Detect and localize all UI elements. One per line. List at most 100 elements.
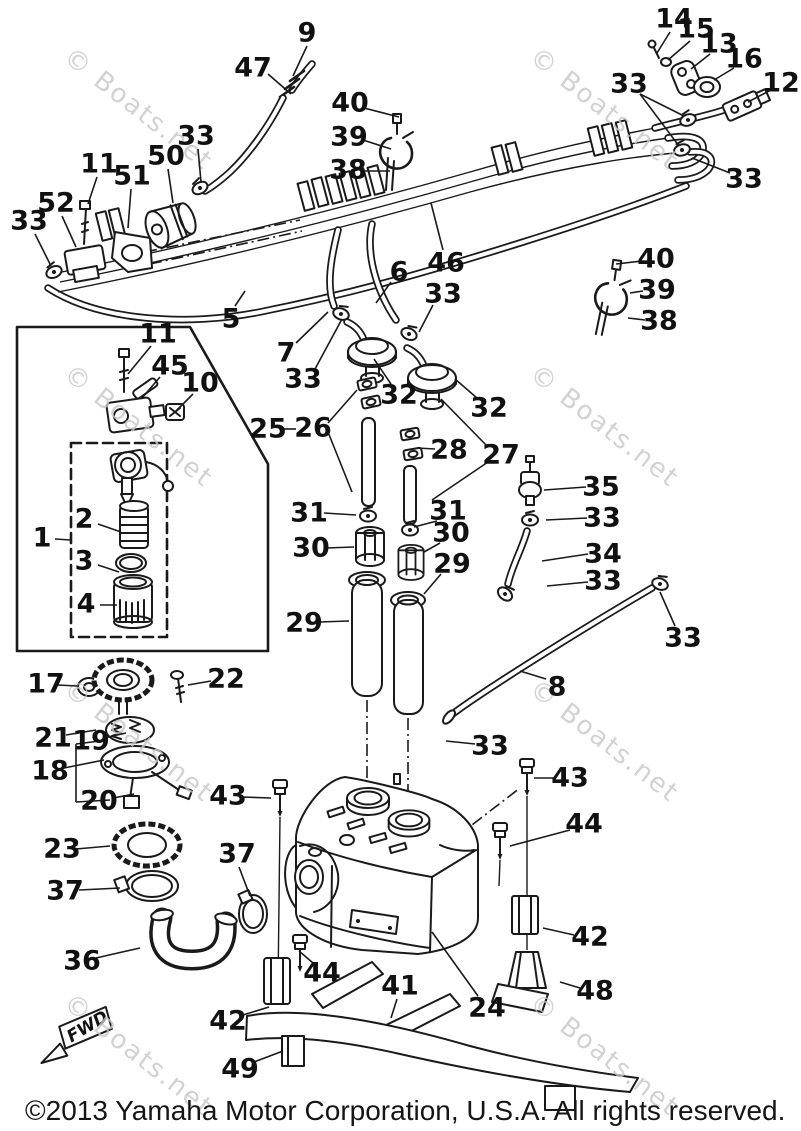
callout-45[interactable]: 45 xyxy=(151,351,189,382)
leader-line xyxy=(519,670,547,680)
callout-42[interactable]: 42 xyxy=(209,1006,247,1037)
bracket-42-right xyxy=(511,895,539,935)
leader-line xyxy=(627,317,646,321)
callout-29[interactable]: 29 xyxy=(285,608,323,639)
callout-10[interactable]: 10 xyxy=(181,368,219,399)
callout-33[interactable]: 33 xyxy=(284,364,322,395)
callout-8[interactable]: 8 xyxy=(548,672,567,703)
callout-20[interactable]: 20 xyxy=(80,786,118,817)
callout-33[interactable]: 33 xyxy=(725,164,763,195)
leader-line xyxy=(187,680,212,686)
callout-2[interactable]: 2 xyxy=(75,504,94,535)
leader-line xyxy=(543,486,587,491)
callout-42[interactable]: 42 xyxy=(571,922,609,953)
callout-38[interactable]: 38 xyxy=(640,306,678,337)
callout-49[interactable]: 49 xyxy=(221,1054,259,1085)
callout-22[interactable]: 22 xyxy=(207,664,245,695)
callout-18[interactable]: 18 xyxy=(31,756,69,787)
callout-31[interactable]: 31 xyxy=(290,498,328,529)
pickup-pipe-assembly-left xyxy=(348,376,386,788)
callout-33[interactable]: 33 xyxy=(177,121,215,152)
callout-50[interactable]: 50 xyxy=(147,141,185,172)
callout-1[interactable]: 1 xyxy=(33,523,52,554)
leader-line xyxy=(127,345,152,375)
callout-32[interactable]: 32 xyxy=(470,393,508,424)
callout-15[interactable]: 15 xyxy=(677,14,715,45)
callout-33[interactable]: 33 xyxy=(610,69,648,100)
bottom-plate-49 xyxy=(245,1011,639,1093)
callout-46[interactable]: 46 xyxy=(427,248,465,279)
fuel-cock-32-left xyxy=(347,322,396,383)
callout-5[interactable]: 5 xyxy=(222,304,241,335)
leader-line xyxy=(242,1006,270,1016)
callout-6[interactable]: 6 xyxy=(390,257,409,288)
callout-33[interactable]: 33 xyxy=(471,731,509,762)
callout-33[interactable]: 33 xyxy=(424,279,462,310)
callout-37[interactable]: 37 xyxy=(46,876,84,907)
callout-44[interactable]: 44 xyxy=(565,809,603,840)
callout-4[interactable]: 4 xyxy=(77,589,96,620)
callout-40[interactable]: 40 xyxy=(331,88,369,119)
leader-line xyxy=(54,538,72,541)
breather-hoses xyxy=(326,220,422,344)
callout-17[interactable]: 17 xyxy=(27,669,65,700)
callout-39[interactable]: 39 xyxy=(330,122,368,153)
callout-27[interactable]: 27 xyxy=(482,440,520,471)
leader-line xyxy=(197,148,202,183)
callout-41[interactable]: 41 xyxy=(381,971,419,1002)
leader-line xyxy=(542,927,575,936)
callout-33[interactable]: 33 xyxy=(10,206,48,237)
callout-24[interactable]: 24 xyxy=(468,993,506,1024)
callout-13[interactable]: 13 xyxy=(700,29,738,60)
leader-line xyxy=(423,542,441,553)
bolt-43-left xyxy=(272,779,288,818)
leader-line xyxy=(112,793,135,799)
callout-40[interactable]: 40 xyxy=(637,244,675,275)
callout-19[interactable]: 19 xyxy=(72,726,110,757)
callout-9[interactable]: 9 xyxy=(298,18,317,49)
callout-43[interactable]: 43 xyxy=(209,781,247,812)
callout-48[interactable]: 48 xyxy=(576,976,614,1007)
callout-36[interactable]: 36 xyxy=(63,946,101,977)
callout-33[interactable]: 33 xyxy=(584,566,622,597)
callout-7[interactable]: 7 xyxy=(277,338,296,369)
callout-43[interactable]: 43 xyxy=(551,763,589,794)
callout-33[interactable]: 33 xyxy=(583,503,621,534)
callout-30[interactable]: 30 xyxy=(292,533,330,564)
callout-11[interactable]: 11 xyxy=(80,149,118,180)
callout-21[interactable]: 21 xyxy=(34,723,72,754)
callout-28[interactable]: 28 xyxy=(430,435,468,466)
callout-33[interactable]: 33 xyxy=(664,623,702,654)
callout-23[interactable]: 23 xyxy=(43,834,81,865)
leader-line xyxy=(431,461,489,501)
callout-26[interactable]: 26 xyxy=(294,413,332,444)
leader-line xyxy=(690,53,711,70)
callout-12[interactable]: 12 xyxy=(762,68,800,99)
callout-35[interactable]: 35 xyxy=(582,472,620,503)
callout-16[interactable]: 16 xyxy=(725,44,763,75)
callout-31[interactable]: 31 xyxy=(429,496,467,527)
callout-44[interactable]: 44 xyxy=(303,958,341,989)
callout-38[interactable]: 38 xyxy=(329,155,367,186)
callout-34[interactable]: 34 xyxy=(584,539,622,570)
leader-line xyxy=(639,93,685,117)
callout-52[interactable]: 52 xyxy=(37,188,75,219)
leader-line xyxy=(713,67,735,81)
callout-29[interactable]: 29 xyxy=(433,549,471,580)
callout-39[interactable]: 39 xyxy=(638,275,676,306)
leader-line xyxy=(97,523,122,533)
callout-47[interactable]: 47 xyxy=(234,53,272,84)
callout-32[interactable]: 32 xyxy=(380,380,418,411)
callout-51[interactable]: 51 xyxy=(113,161,151,192)
leader-line xyxy=(440,398,489,448)
callout-25[interactable]: 25 xyxy=(249,414,287,445)
leader-line xyxy=(295,311,329,344)
callout-3[interactable]: 3 xyxy=(75,546,94,577)
hose-clamp-left xyxy=(378,112,415,192)
fuel-cock-body-1 xyxy=(109,449,174,508)
callout-14[interactable]: 14 xyxy=(655,4,693,35)
callout-11[interactable]: 11 xyxy=(139,319,177,350)
callout-30[interactable]: 30 xyxy=(432,518,470,549)
callout-37[interactable]: 37 xyxy=(218,839,256,870)
